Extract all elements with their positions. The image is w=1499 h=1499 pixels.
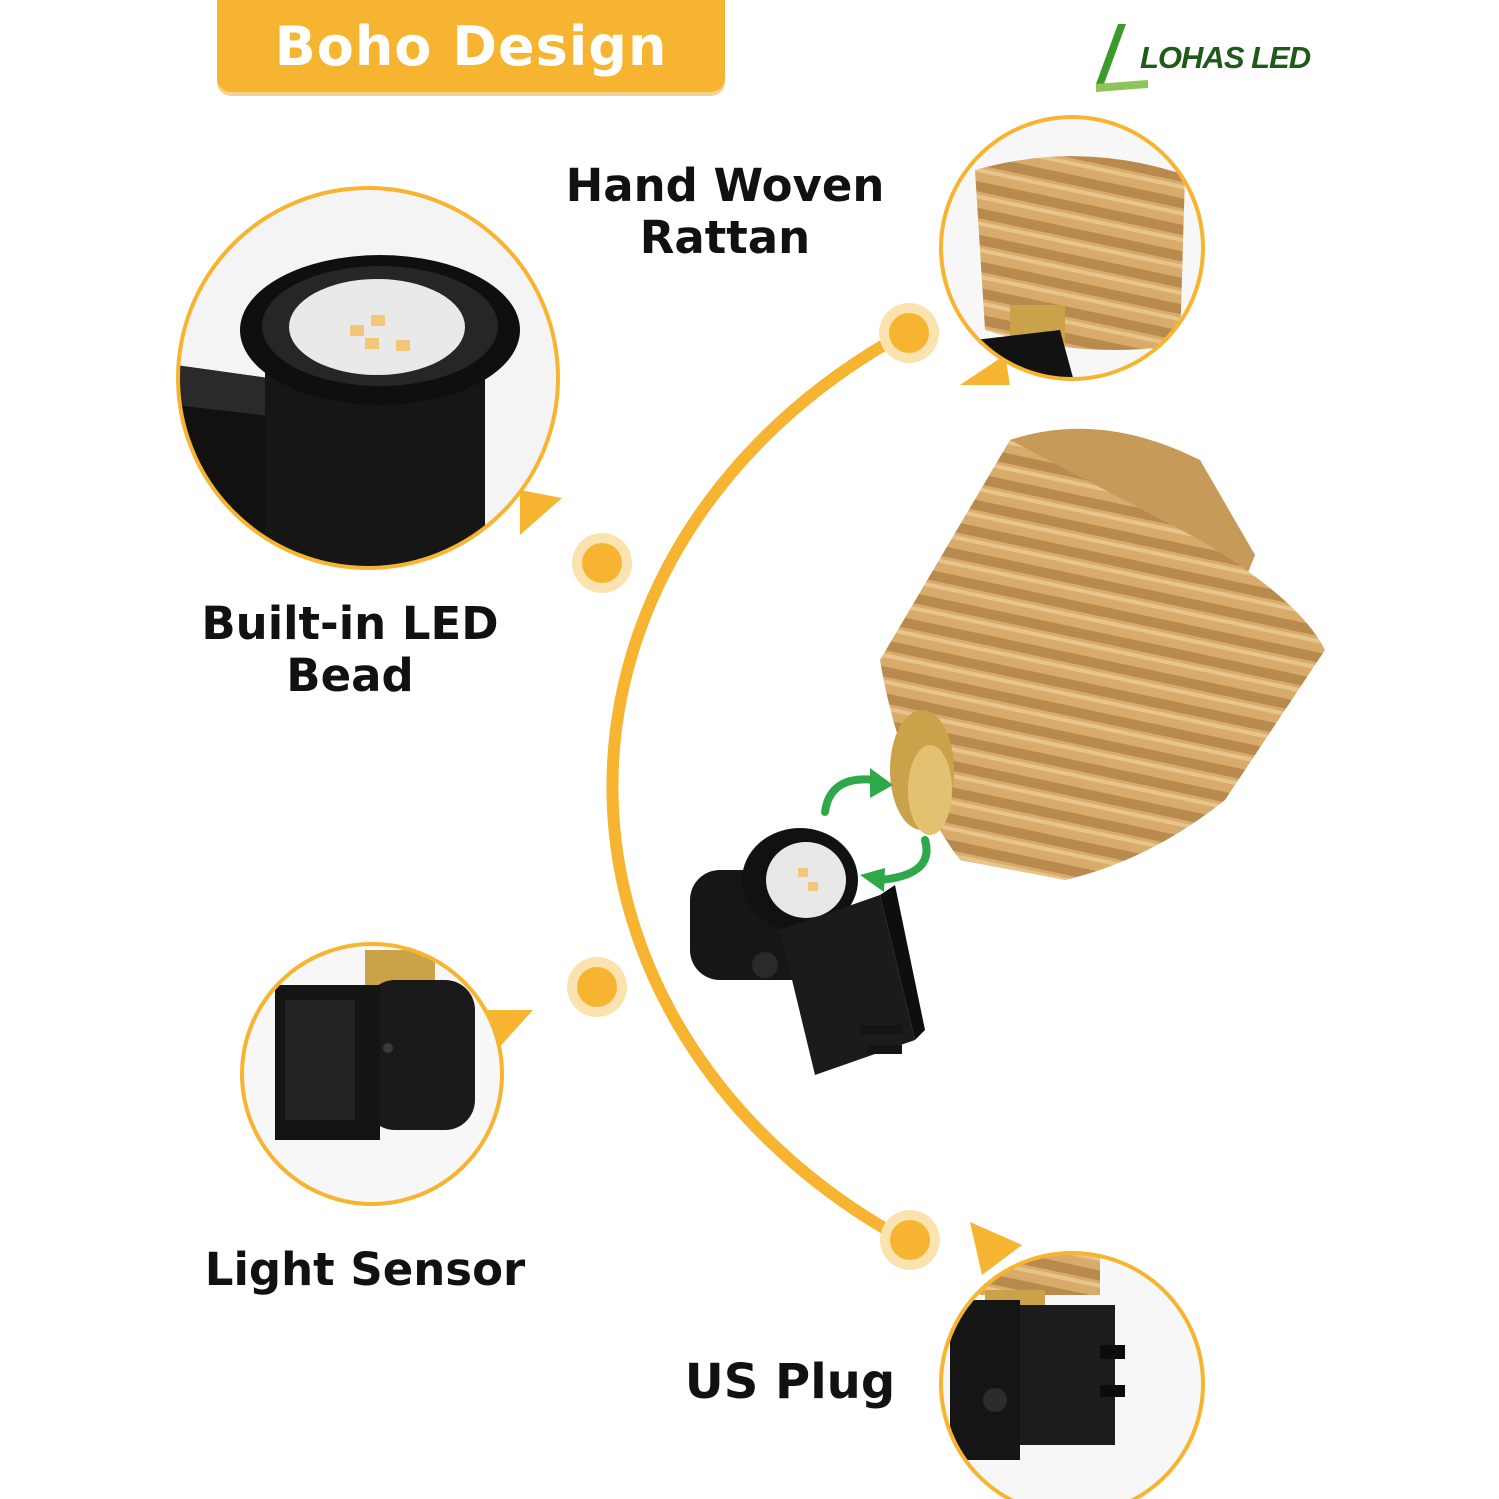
banner-title: Boho Design: [274, 14, 668, 78]
callout-rattan: [939, 115, 1205, 385]
arc-node: [567, 303, 940, 1270]
lohas-led-logo: LOHAS LED: [1090, 22, 1320, 97]
boho-design-banner: Boho Design: [217, 0, 725, 92]
rattan-shade: [880, 428, 1325, 880]
rotate-arrows-icon: [821, 768, 931, 892]
logo-text: LOHAS LED: [1140, 40, 1311, 75]
connector-arc: [606, 327, 908, 1246]
callout-us-plug: [939, 1222, 1205, 1499]
callout-led-bead: [176, 186, 562, 570]
feature-label-led-bead: Built-in LED Bead: [201, 597, 499, 702]
feature-label-us-plug: US Plug: [684, 1354, 896, 1410]
logo-mark-icon: [1096, 24, 1148, 92]
feature-label-rattan: Hand Woven Rattan: [565, 159, 885, 264]
plug-fixture: [690, 828, 925, 1075]
feature-label-light-sensor: Light Sensor: [204, 1243, 526, 1296]
callout-light-sensor: [240, 942, 533, 1206]
